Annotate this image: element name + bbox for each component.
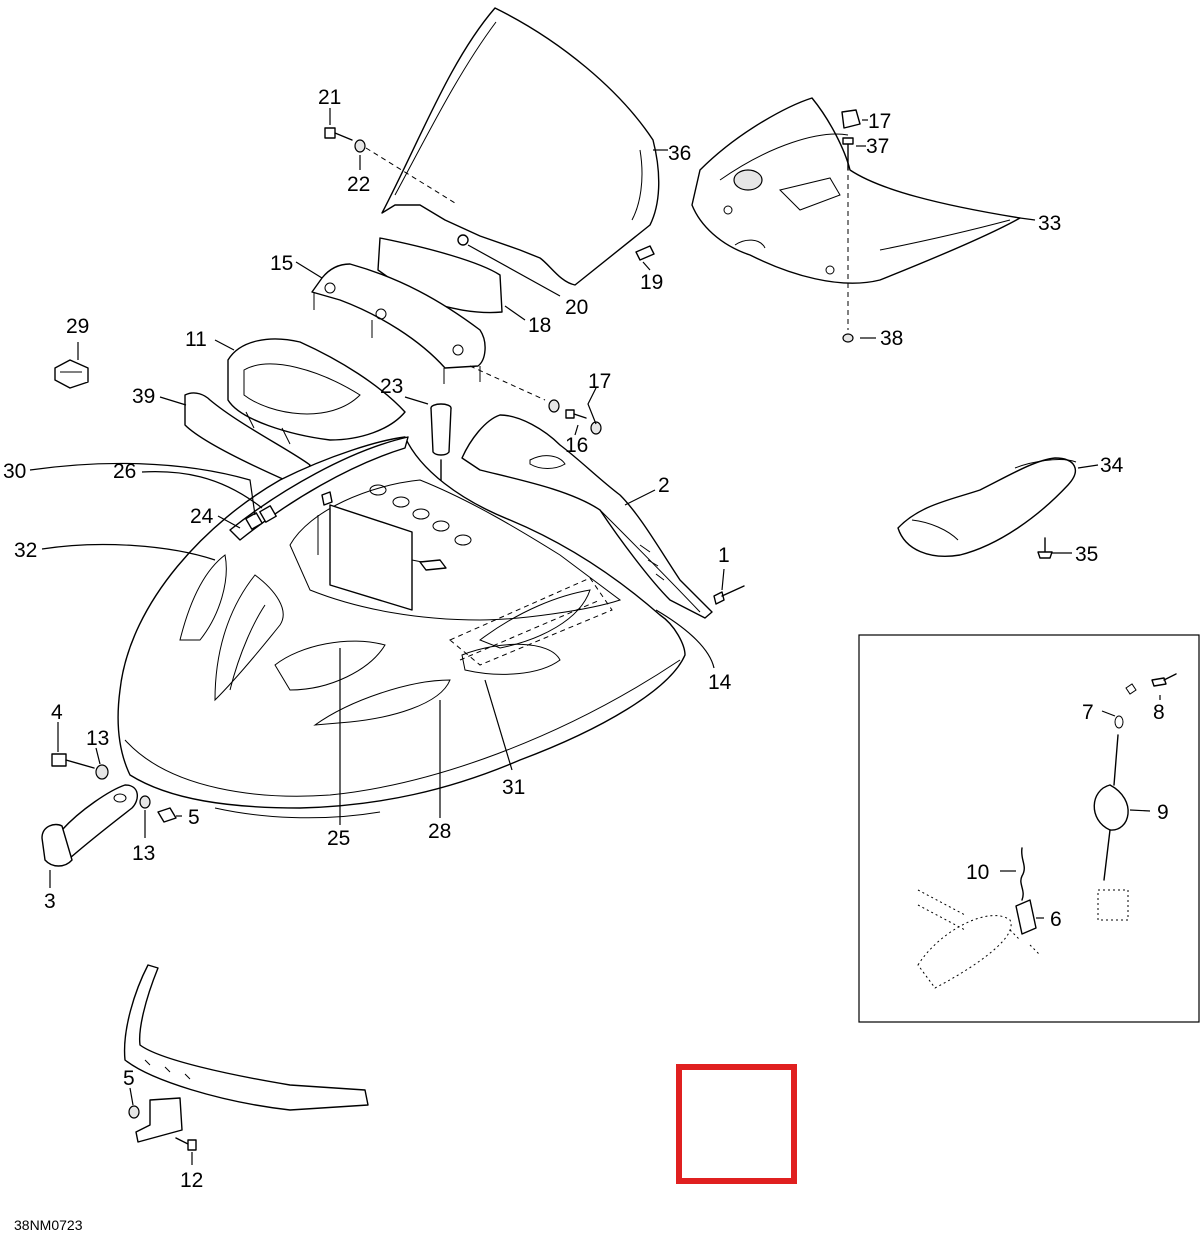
screw-21 [324,127,353,141]
callout-10: 10 [966,861,989,884]
clip-29 [54,359,89,389]
nut-5 [157,807,177,823]
callout-9: 9 [1157,801,1169,824]
callout-20: 20 [565,296,588,319]
screw-37 [842,137,854,171]
valance-34 [897,457,1077,557]
bracket [123,964,369,1143]
nut-17b [590,421,602,435]
callout-24: 24 [190,505,214,528]
callout-19: 19 [640,271,663,294]
callout-39: 39 [132,385,155,408]
detail-inset [858,634,1200,1023]
sleeve-23 [430,403,452,456]
inset-parts [917,673,1177,989]
belly-pan-33 [691,97,1021,284]
callout-31: 31 [502,776,525,799]
windshield [381,7,660,286]
callout-22: 22 [347,173,370,196]
callout-37: 37 [866,135,889,158]
callout-36: 36 [668,142,691,165]
washer-13 [95,764,109,780]
callout-13-bottom: 13 [132,842,155,865]
callout-18: 18 [528,314,551,337]
bolt-4 [51,753,95,769]
callout-13-top: 13 [86,727,109,750]
callout-28: 28 [428,820,451,843]
grommet-20 [457,234,469,246]
drawing-code: 38NM0723 [14,1217,83,1233]
callout-7: 7 [1082,701,1094,724]
callout-12: 12 [180,1169,203,1192]
callout-26: 26 [113,460,136,483]
callout-14: 14 [708,671,732,694]
rivet-1 [713,585,745,605]
washer-22 [354,139,366,153]
washer-38 [842,333,854,343]
callout-32: 32 [14,539,37,562]
callout-16: 16 [565,434,588,457]
callout-11: 11 [185,328,207,351]
callout-5-bracket: 5 [123,1067,135,1090]
bumper-39 [184,392,311,482]
washer-5 [128,1105,140,1119]
callout-1: 1 [718,544,730,567]
callout-33: 33 [1038,212,1061,235]
leader-lines [29,108,1161,1165]
nut-17 [548,399,560,413]
callout-38: 38 [880,327,903,350]
callout-15: 15 [270,252,293,275]
console-15 [311,263,486,384]
callout-25: 25 [327,827,350,850]
callout-3: 3 [44,890,56,913]
screw-16 [565,409,587,419]
callout-2: 2 [658,474,670,497]
callout-4: 4 [51,701,63,724]
grommet-17-top [841,109,861,129]
callout-6: 6 [1050,908,1062,931]
callout-35: 35 [1075,543,1098,566]
callout-17: 17 [588,370,611,393]
clip-19 [635,245,655,261]
callout-30: 30 [3,460,26,483]
hinge-arm-3 [41,784,138,867]
callout-29: 29 [66,315,89,338]
screw-35 [1037,537,1053,559]
callout-5-hinge: 5 [188,806,200,829]
washer-13b [139,795,151,809]
highlight-frame [676,1064,797,1184]
hood [117,436,686,819]
callout-8: 8 [1153,701,1165,724]
callout-17-top: 17 [868,110,891,133]
callout-labels: 21 22 36 17 37 33 19 20 18 15 11 29 38 1… [3,86,1169,1233]
callout-21: 21 [318,86,341,109]
trim-11 [227,338,406,445]
bolt-12 [175,1137,197,1151]
callout-34: 34 [1100,454,1124,477]
side-panel-2 [461,414,713,619]
callout-23: 23 [380,375,403,398]
